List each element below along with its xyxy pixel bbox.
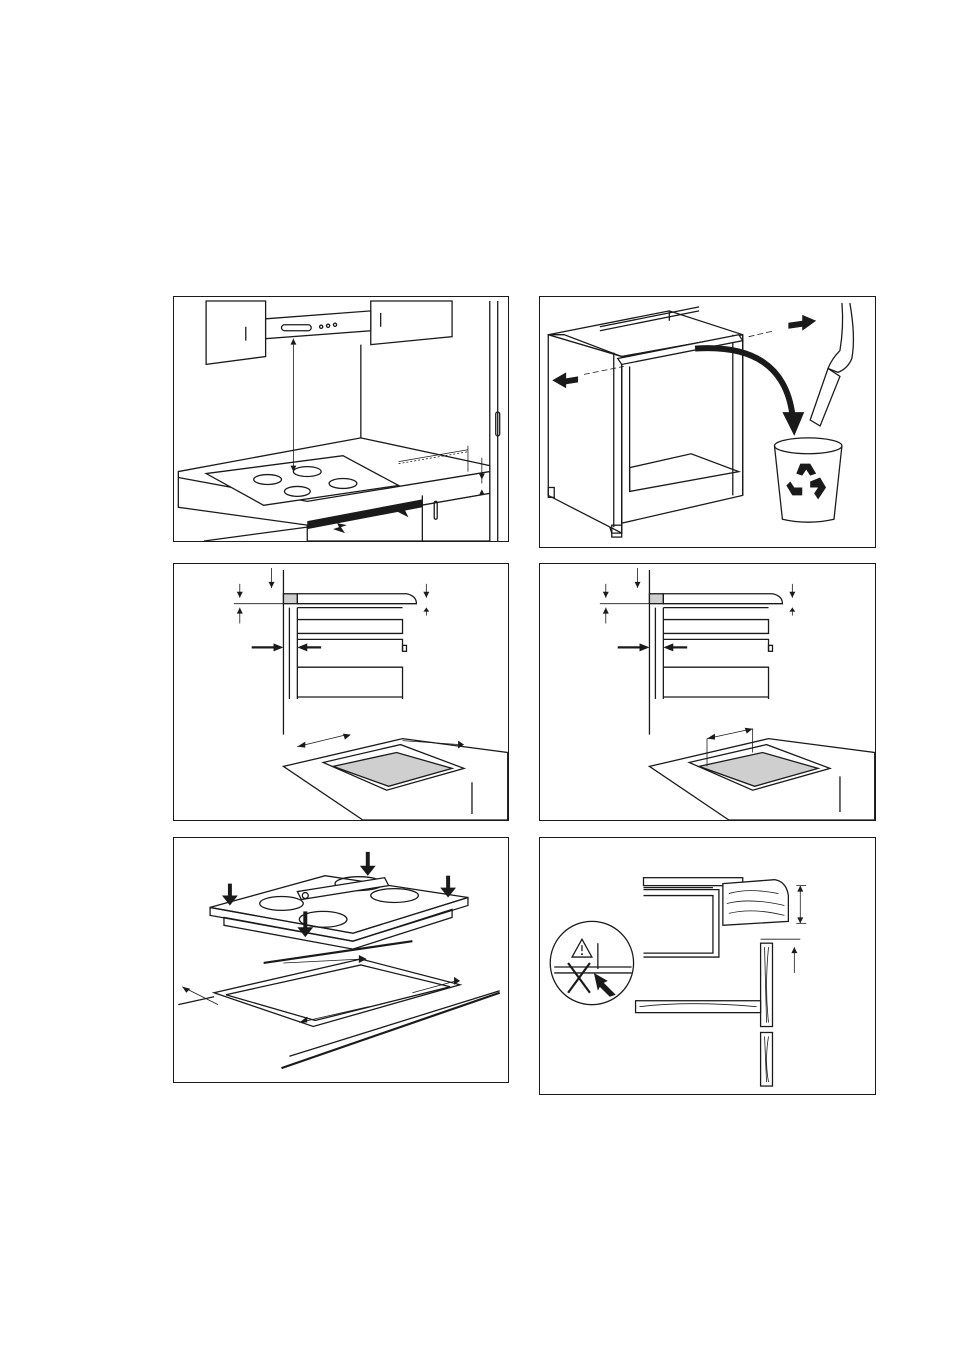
- worktop-section-drawing: [540, 838, 875, 1094]
- arrow-icon: [782, 412, 804, 436]
- figure-remove-crossbar: [539, 296, 876, 548]
- figure-worktop-section: [539, 837, 876, 1095]
- warning-inset: [550, 921, 633, 1004]
- arrow-icon: [788, 315, 816, 331]
- figure-cutout-gap: [173, 563, 509, 821]
- shelf: [636, 1001, 761, 1013]
- removed-crossbar: [810, 368, 840, 426]
- wall-cabinet-right: [371, 301, 452, 345]
- hand-icon: [828, 303, 853, 372]
- hob-install-drawing: [174, 838, 508, 1082]
- cutout-gap-drawing: [174, 564, 508, 820]
- hob-location-drawing: [174, 297, 508, 541]
- cutout-oven-drawing: [540, 564, 875, 820]
- remove-crossbar-drawing: [540, 297, 875, 547]
- figure-hob-location: [173, 296, 509, 542]
- worktop-cutout: [214, 959, 460, 1026]
- cooker-hood: [266, 311, 371, 339]
- figure-cutout-oven: [539, 563, 876, 821]
- wall-cabinet-left: [206, 301, 266, 364]
- figure-hob-install: [173, 837, 509, 1083]
- recycle-icon: [786, 464, 826, 500]
- waste-bin: [774, 438, 841, 454]
